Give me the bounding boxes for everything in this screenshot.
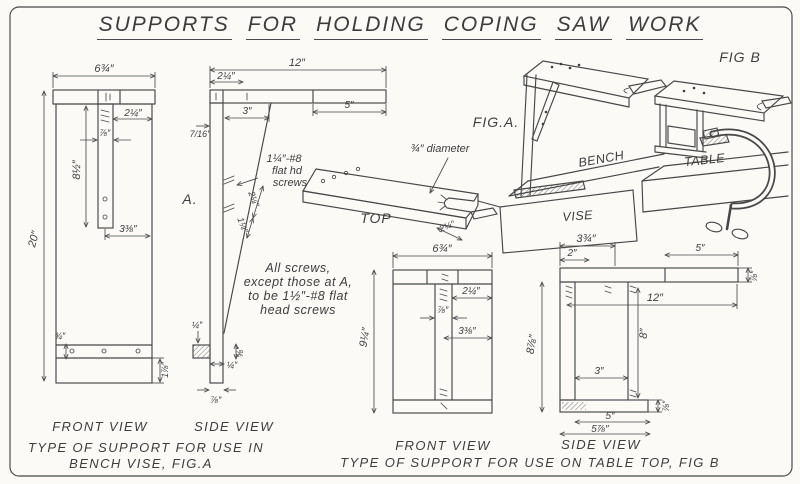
dim-front-b-strip-width: ⅞″ (438, 305, 450, 315)
dim-front-a-cleat: ¾″ (55, 331, 67, 341)
dim-front-b-strip-offset: 3⅜″ (458, 326, 476, 337)
dim-side-b-foot-thickness: ⅞″ (661, 400, 671, 412)
side-view-b-caption: SIDE VIEW (561, 437, 641, 452)
dim-side-a-peg-width: ¼″ (227, 360, 239, 370)
point-a-label: A. (181, 191, 197, 207)
table-label: TABLE (683, 151, 726, 169)
dim-side-a-arm: 5″ (344, 100, 354, 111)
dim-side-b-length: 12″ (647, 292, 664, 304)
front-view-b-caption: FRONT VIEW (395, 438, 491, 453)
screw-note-line-2: flat hd (272, 165, 303, 177)
screws-note-line-4: head screws (260, 303, 336, 317)
dim-front-a-width: 6¾″ (94, 63, 114, 75)
dim-side-a-brace-a: 2¼″ (246, 189, 261, 209)
dim-side-b-thickness: ⅞″ (749, 270, 759, 282)
dim-side-b-height: 8⅞″ (524, 333, 539, 355)
title-word-5: SAW (554, 13, 613, 40)
vise-label: VISE (562, 208, 594, 224)
front-view-a-caption: FRONT VIEW (52, 419, 148, 434)
dim-side-b-foot: 5″ (605, 411, 615, 422)
top-view-drawing (302, 157, 498, 240)
title-word-3: HOLDING (314, 13, 428, 40)
dim-front-a-foot: 1⅞″ (160, 361, 170, 378)
type-a-caption-line1: TYPE OF SUPPORT FOR USE IN (28, 440, 264, 455)
dim-side-a-edge: 7/16″ (190, 129, 212, 139)
side-view-b-dimensions (542, 242, 752, 434)
dim-side-a-peg-gap: ¼″ (192, 320, 204, 330)
dim-side-a-peg-height: ⅝″ (235, 346, 245, 358)
dim-side-b-top2: 2″ (566, 248, 577, 259)
type-b-caption: TYPE OF SUPPORT FOR USE ON TABLE TOP, FI… (340, 455, 720, 470)
title-word-4: COPING (441, 13, 541, 40)
title-word-1: SUPPORTS (96, 13, 232, 40)
dim-side-a-thickness: ⅞″ (211, 395, 223, 405)
fig-b-label: FIG B (719, 49, 761, 65)
screws-note-line-1: All screws, (264, 261, 330, 275)
title-word-2: FOR (245, 13, 301, 40)
hole-diameter-label: ¾″ diameter (411, 143, 471, 155)
dim-side-a-brace-b: 1¼″ (235, 216, 250, 235)
front-view-a-dimensions (44, 72, 164, 384)
screws-note-line-2: except those at A, (244, 275, 353, 289)
dim-front-b-height: 9¼″ (357, 326, 372, 348)
dim-side-b-arm: 5″ (695, 243, 705, 254)
dim-side-a-inset: 2¼″ (216, 70, 235, 82)
dim-front-b-inset: 2¼″ (461, 285, 480, 297)
dim-side-b-top: 3¾″ (576, 233, 596, 245)
fig-a-drawing (477, 60, 668, 254)
side-view-a-dimensions (196, 66, 386, 390)
dim-front-b-width: 6¾″ (432, 243, 452, 255)
screw-note-line-1: 1¼″-#8 (266, 153, 302, 165)
dim-side-b-foot-total: 5⅞″ (591, 424, 609, 435)
title-word-6: WORK (626, 13, 704, 40)
dim-side-b-brace: 3″ (594, 366, 604, 377)
dim-front-a-strip-offset: 3⅜″ (119, 224, 137, 235)
dim-top-slot: 2¼″ (437, 218, 457, 234)
type-a-caption-line2: BENCH VISE, FIG.A (69, 456, 213, 471)
dim-side-b-inner: 8″ (638, 327, 651, 339)
dim-front-a-strip-length: 8½″ (71, 159, 83, 179)
front-view-a-drawing (52, 89, 156, 384)
dim-side-a-brace: 3″ (242, 106, 252, 117)
fig-b-drawing (641, 80, 792, 240)
dim-side-a-length: 12″ (289, 57, 306, 69)
fig-a-label: FIG.A. (473, 114, 519, 130)
side-view-a-drawing (192, 89, 387, 384)
front-view-b-dimensions (374, 252, 492, 413)
screw-note-line-3: screws (273, 177, 308, 189)
side-view-a-caption: SIDE VIEW (194, 419, 274, 434)
dim-front-a-strip-width: ⅞″ (100, 128, 112, 138)
screws-note-line-3: to be 1½″-#8 flat (248, 289, 348, 303)
front-view-b-drawing (392, 269, 493, 414)
sheet-border (9, 6, 793, 477)
dim-front-a-inset: 2¼″ (123, 107, 142, 119)
page-title: SUPPORTS FOR HOLDING COPING SAW WORK (0, 13, 800, 40)
dim-front-a-height: 20″ (26, 229, 42, 250)
top-view-caption: TOP (360, 210, 392, 226)
